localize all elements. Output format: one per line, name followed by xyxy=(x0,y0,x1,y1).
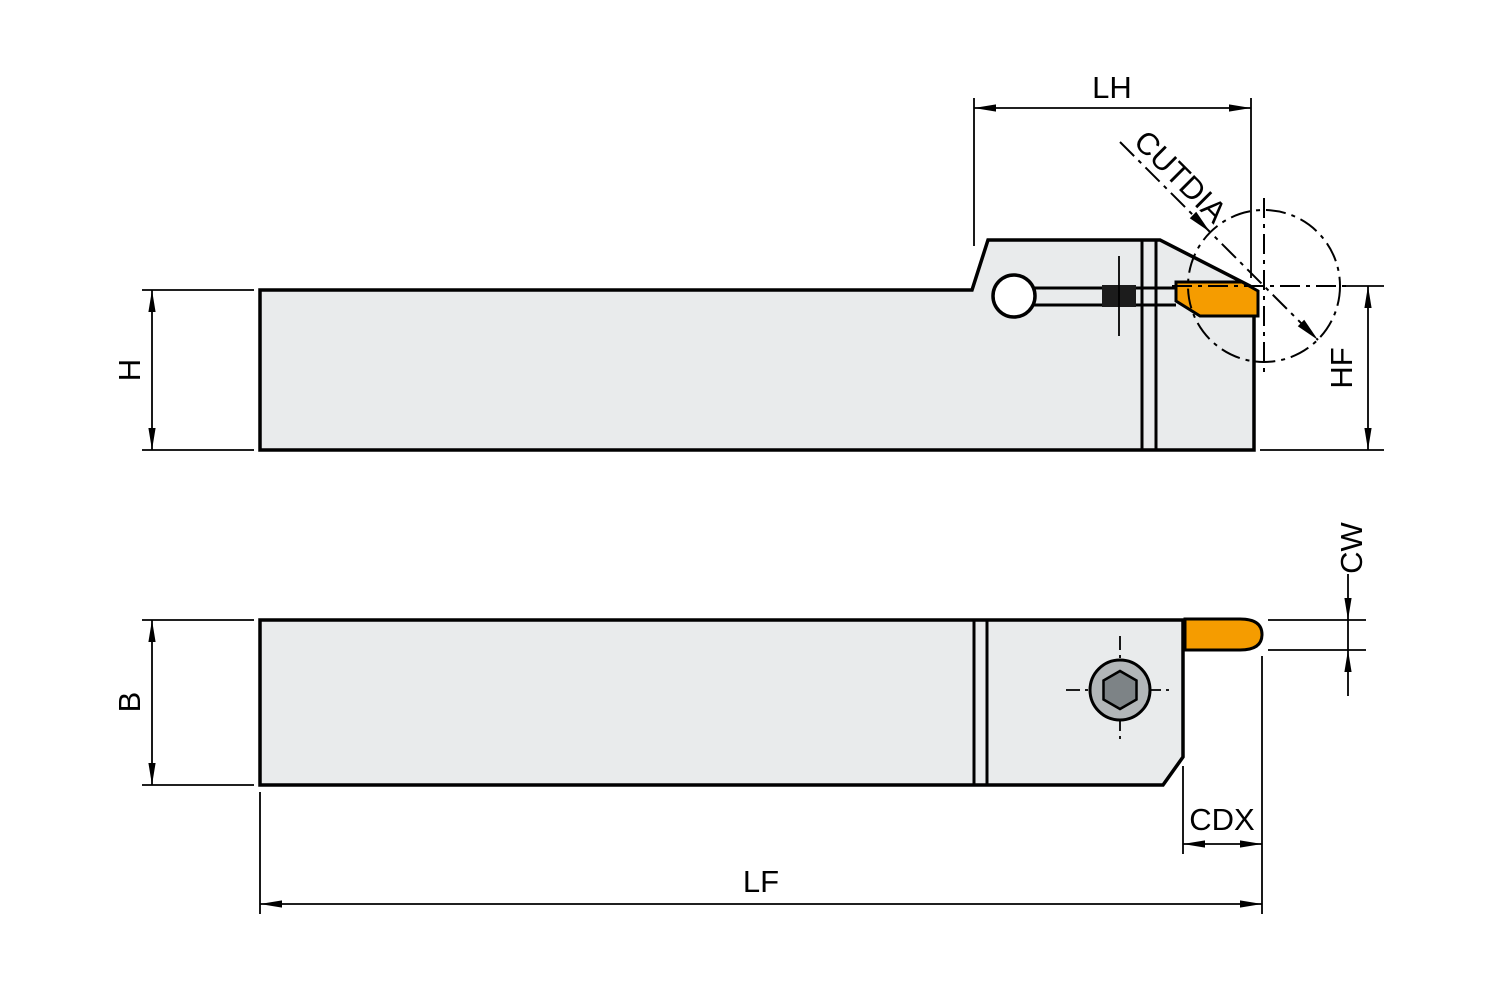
cw-label: CW xyxy=(1334,521,1369,573)
cutdia-arrow-lower xyxy=(1297,319,1318,340)
lf-label: LF xyxy=(743,864,779,899)
hex-socket-screw xyxy=(1066,636,1174,744)
dimension-cw: CW xyxy=(1268,521,1369,696)
hf-label: HF xyxy=(1324,347,1359,388)
dimension-h: H xyxy=(112,289,254,451)
dimension-b: B xyxy=(112,619,254,786)
cdx-label: CDX xyxy=(1189,802,1255,837)
insert-side xyxy=(1174,280,1260,318)
dimension-lf: LF xyxy=(259,792,1262,914)
dimension-lh: LH xyxy=(973,70,1252,278)
dimension-cdx: CDX xyxy=(1182,656,1263,914)
plan-view: CW B CDX LF xyxy=(112,521,1369,914)
b-label: B xyxy=(112,692,147,713)
dimension-hf: HF xyxy=(1260,285,1384,451)
lh-label: LH xyxy=(1092,70,1132,105)
tool-body-plan xyxy=(258,618,1185,787)
slot-relief-hole xyxy=(991,273,1037,319)
cutdia-arrow-upper xyxy=(1189,211,1210,232)
cutdia-leader-line xyxy=(1119,141,1319,341)
h-label: H xyxy=(112,359,147,381)
insert-plan xyxy=(1183,617,1264,652)
screw-hex-socket xyxy=(1102,669,1138,711)
